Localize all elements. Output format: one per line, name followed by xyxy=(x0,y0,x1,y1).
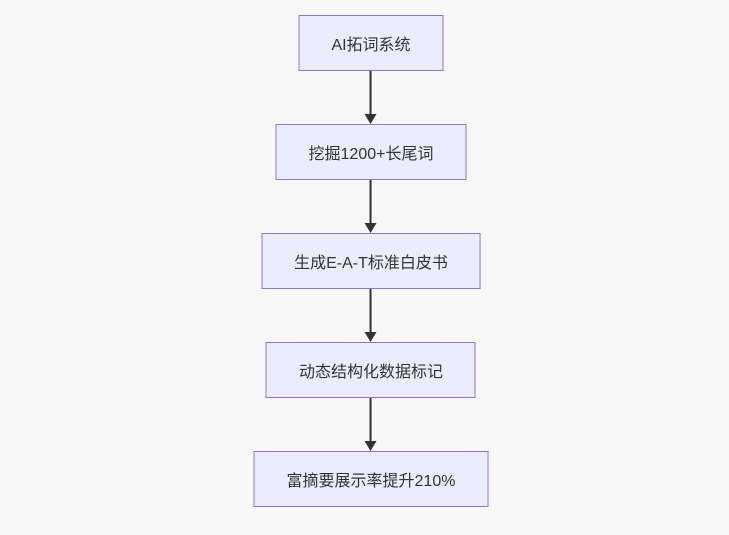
arrow-down-icon xyxy=(370,71,372,114)
flowchart: AI拓词系统 挖掘1200+长尾词 生成E-A-T标准白皮书 动态结构化数据标记… xyxy=(253,15,489,507)
arrow-down-icon xyxy=(370,398,372,441)
flowchart-node-mine-longtail-keywords: 挖掘1200+长尾词 xyxy=(275,124,467,180)
flowchart-node-rich-snippet-rate-increase: 富摘要展示率提升210% xyxy=(253,451,489,507)
flowchart-node-dynamic-structured-data-markup: 动态结构化数据标记 xyxy=(265,342,476,398)
arrow-down-icon xyxy=(370,289,372,332)
flowchart-node-generate-eat-whitepaper: 生成E-A-T标准白皮书 xyxy=(261,233,481,289)
arrow-down-icon xyxy=(370,180,372,223)
flowchart-node-ai-word-expansion-system: AI拓词系统 xyxy=(298,15,444,71)
